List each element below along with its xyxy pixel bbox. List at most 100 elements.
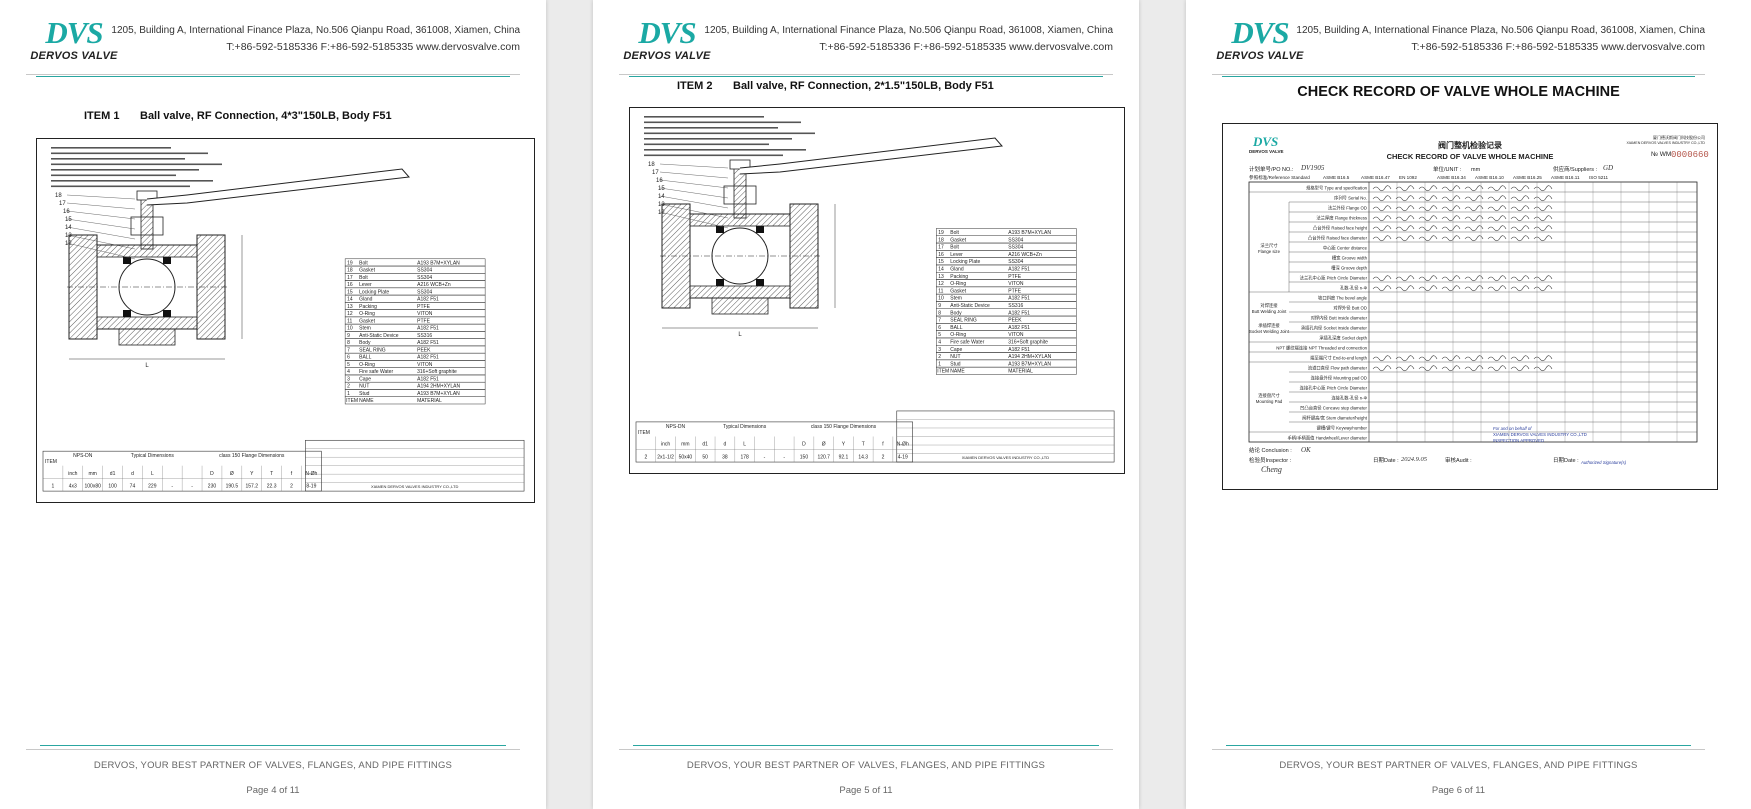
part-name: Bolt bbox=[359, 275, 368, 281]
record-row-label: 规格型号 Type and specification bbox=[1306, 185, 1368, 192]
callout-leader bbox=[66, 242, 136, 260]
callout-number: 12 bbox=[65, 241, 72, 247]
part-name: Cape bbox=[950, 347, 962, 353]
logo-mark: DVS bbox=[1231, 15, 1289, 50]
part-name: O-Ring bbox=[950, 281, 966, 287]
record-row-label: 凸台外径 Raised face diameter bbox=[1308, 235, 1368, 242]
dim-value: 50x40 bbox=[679, 454, 693, 460]
dim-subheader: Ø bbox=[230, 471, 234, 477]
dim-value: 8-19 bbox=[306, 483, 316, 489]
handwritten-entry bbox=[1533, 215, 1553, 222]
dim-value: 178 bbox=[741, 454, 750, 460]
record-group-label: Socket Welding Joint bbox=[1249, 329, 1290, 334]
dim-subheader: L bbox=[743, 442, 746, 448]
part-material: A182 F51 bbox=[1008, 325, 1030, 331]
part-number: 11 bbox=[347, 318, 352, 324]
document-page-6: DVS DERVOS VALVE 1205, Building A, Inter… bbox=[1186, 0, 1751, 809]
handwritten-entry bbox=[1464, 285, 1484, 292]
company-logo: DVS DERVOS VALVE bbox=[619, 17, 715, 66]
part-material: SS316 bbox=[1008, 303, 1023, 309]
part-name: Packing bbox=[950, 274, 968, 280]
dim-subheader: D bbox=[802, 442, 806, 448]
company-logo: DVS DERVOS VALVE bbox=[26, 17, 122, 66]
record-group-label: 对焊连接 bbox=[1260, 302, 1278, 309]
handwritten-entry bbox=[1464, 185, 1484, 192]
handwritten-entry bbox=[1464, 275, 1484, 282]
part-material: PEEK bbox=[1008, 318, 1022, 324]
company-address: 1205, Building A, International Finance … bbox=[704, 25, 1113, 36]
dim-subheader: mm bbox=[89, 471, 97, 477]
part-name: Stud bbox=[950, 361, 961, 367]
dim-subheader: f bbox=[882, 442, 884, 448]
part-name: Cape bbox=[359, 376, 371, 382]
dim-header: Typical Dimensions bbox=[723, 424, 767, 430]
footer-accent-line bbox=[1226, 745, 1691, 746]
dim-subheader: T bbox=[270, 471, 273, 477]
handwritten-entry bbox=[1510, 275, 1530, 282]
dim-subheader: D bbox=[210, 471, 214, 477]
note-text-line bbox=[51, 185, 190, 188]
record-logo-mark: DVS bbox=[1252, 134, 1278, 149]
dim-value: 38 bbox=[722, 454, 728, 460]
note-text-line bbox=[644, 138, 792, 140]
handwritten-entry bbox=[1395, 235, 1415, 242]
body-wall-bottom bbox=[96, 316, 198, 330]
handwritten-entry bbox=[1372, 355, 1392, 362]
standard-option: EN 1092 bbox=[1399, 175, 1417, 180]
callout-leader bbox=[659, 163, 729, 169]
page-number: Page 5 of 11 bbox=[839, 785, 893, 796]
record-row-label: 手柄/手柄面值 Handwheel/Lever diameter bbox=[1287, 435, 1367, 442]
handwritten-entry bbox=[1510, 285, 1530, 292]
part-name: BALL bbox=[950, 325, 962, 331]
note-text-line bbox=[644, 116, 764, 118]
handwritten-entry bbox=[1533, 185, 1553, 192]
callout-number: 16 bbox=[656, 178, 663, 184]
record-row-label: 承插孔内径 Socket inside diameter bbox=[1301, 325, 1368, 332]
record-row-label: 连接孔中心距 Pitch Circle Diameter bbox=[1300, 385, 1368, 392]
handwritten-entry bbox=[1533, 285, 1553, 292]
company-address: 1205, Building A, International Finance … bbox=[1296, 25, 1705, 36]
callout-number: 13 bbox=[658, 202, 665, 208]
dim-value: 150 bbox=[800, 454, 809, 460]
handwritten-entry bbox=[1395, 285, 1415, 292]
handwritten-entry bbox=[1510, 225, 1530, 232]
callout-number: 16 bbox=[63, 209, 70, 215]
date-label: 日期Date : bbox=[1373, 457, 1399, 464]
dim-value: - bbox=[764, 454, 766, 460]
part-name: BALL bbox=[359, 355, 371, 361]
part-number: 16 bbox=[938, 252, 944, 258]
part-material: A193 B7M+XYLAN bbox=[1008, 361, 1051, 367]
parts-header: ITEM bbox=[346, 398, 358, 404]
part-material: A193 B7M+XYLAN bbox=[1008, 230, 1051, 236]
record-row-label: 凹凸台直径 Concave step diameter bbox=[1300, 405, 1367, 412]
standard-option: ASME B16.5 bbox=[1323, 175, 1350, 180]
seal-ring bbox=[756, 226, 764, 233]
footer-divider bbox=[619, 749, 1113, 750]
part-number: 1 bbox=[347, 391, 350, 397]
part-material: A182 F51 bbox=[417, 340, 439, 346]
dim-header: class 150 Flange Dimensions bbox=[219, 453, 285, 459]
callout-leader bbox=[66, 202, 136, 210]
record-row-label: 槽深 Groove depth bbox=[1331, 265, 1367, 272]
dim-value: 22.3 bbox=[267, 483, 277, 489]
record-company-en: XIAMEN DERVOS VALVES INDUSTRY CO.,LTD bbox=[1627, 141, 1706, 145]
part-number: 18 bbox=[347, 268, 353, 274]
handwritten-entry bbox=[1418, 185, 1438, 192]
dimension-label: L bbox=[145, 363, 149, 369]
note-text-line bbox=[644, 127, 778, 129]
dim-value: 157.2 bbox=[245, 483, 258, 489]
callout-leader bbox=[66, 218, 136, 230]
note-text-line bbox=[644, 121, 801, 124]
part-name: O-Ring bbox=[950, 332, 966, 338]
part-name: Bolt bbox=[950, 230, 959, 236]
handwritten-entry bbox=[1395, 195, 1415, 202]
handwritten-entry bbox=[1464, 355, 1484, 362]
record-group-label: 承插焊连接 bbox=[1258, 322, 1280, 329]
part-name: Stem bbox=[359, 326, 371, 332]
record-row-label: 法兰厚度 Flange thickness bbox=[1316, 215, 1367, 222]
part-number: 10 bbox=[938, 296, 944, 302]
header-divider bbox=[26, 74, 520, 75]
